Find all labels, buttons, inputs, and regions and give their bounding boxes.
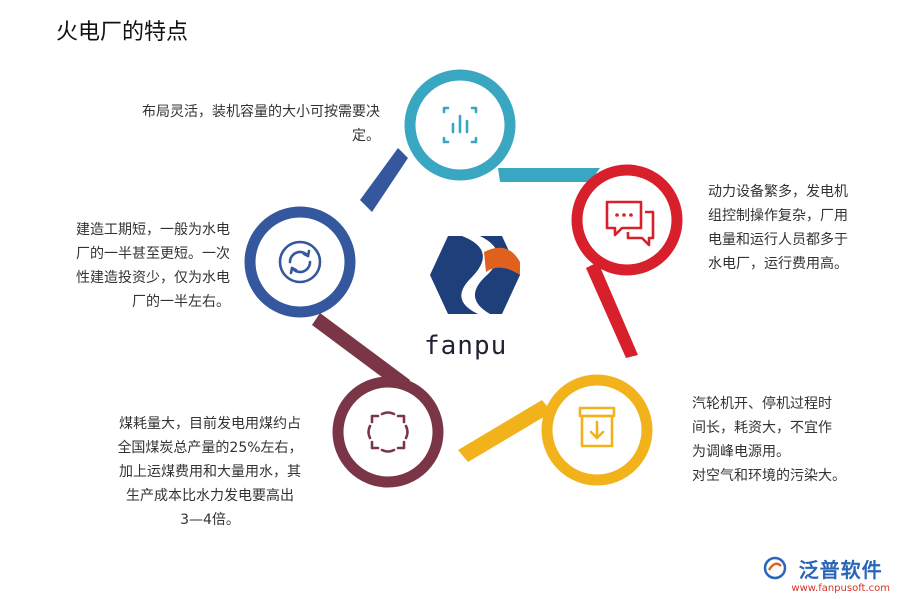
node-top <box>404 69 516 181</box>
connector-left <box>360 148 408 212</box>
description-line: 建造工期短，一般为水电 <box>76 222 230 238</box>
description-line: 厂的一半甚至更短。一次 <box>76 246 230 262</box>
description-line: 为调峰电源用。 <box>692 444 790 460</box>
connector-bottom-right <box>458 400 552 462</box>
description-line: 定。 <box>352 128 380 144</box>
fanpu-logo <box>430 236 520 314</box>
description-line: 3—4倍。 <box>180 512 240 528</box>
connector-top <box>498 168 600 182</box>
description-line: 间长，耗资大，不宜作 <box>692 420 832 436</box>
description-left: 建造工期短，一般为水电厂的一半甚至更短。一次性建造投资少，仅为水电厂的一半左右。 <box>40 218 230 314</box>
description-line: 布局灵活，装机容量的大小可按需要决 <box>142 104 380 120</box>
description-bottom-right: 汽轮机开、停机过程时间长，耗资大，不宜作为调峰电源用。对空气和环境的污染大。 <box>692 392 892 488</box>
watermark: 泛普软件 www.fanpusoft.com <box>764 554 890 594</box>
expand-arrows-icon <box>367 411 409 453</box>
description-line: 全国煤炭总产量的25%左右， <box>117 440 303 456</box>
connector-right <box>586 262 638 358</box>
node-right <box>571 164 683 276</box>
description-line: 电量和运行人员都多于 <box>708 232 848 248</box>
description-top: 布局灵活，装机容量的大小可按需要决定。 <box>80 100 380 148</box>
description-line: 组控制操作复杂，厂用 <box>708 208 848 224</box>
watermark-logo-icon <box>764 556 787 580</box>
description-line: 厂的一半左右。 <box>132 294 230 310</box>
description-line: 对空气和环境的污染大。 <box>692 468 846 484</box>
connector-bottom-left <box>312 313 410 392</box>
node-bottom-left <box>332 376 444 488</box>
node-bottom-right <box>541 374 653 486</box>
chat-bubbles-icon <box>605 200 655 247</box>
description-line: 加上运煤费用和大量用水，其 <box>119 464 301 480</box>
watermark-name: 泛普软件 <box>798 558 883 582</box>
bar-chart-icon <box>442 106 478 144</box>
description-line: 动力设备繁多，发电机 <box>708 184 848 200</box>
description-line: 汽轮机开、停机过程时 <box>692 396 832 412</box>
page-title: 火电厂的特点 <box>56 20 189 45</box>
watermark-url: www.fanpusoft.com <box>791 583 890 594</box>
refresh-icon <box>278 240 322 284</box>
description-bottom-left: 煤耗量大，目前发电用煤约占全国煤炭总产量的25%左右， 加上运煤费用和大量用水，其… <box>78 412 342 532</box>
brand-name: fanpu <box>424 331 508 361</box>
description-line: 煤耗量大，目前发电用煤约占 <box>119 416 301 432</box>
description-line: 性建造投资少，仅为水电 <box>76 270 230 286</box>
node-left <box>244 206 356 318</box>
description-line: 水电厂，运行费用高。 <box>708 256 848 272</box>
description-line: 生产成本比水力发电要高出 <box>126 488 294 504</box>
description-right: 动力设备繁多，发电机组控制操作复杂，厂用电量和运行人员都多于水电厂，运行费用高。 <box>708 180 893 276</box>
download-box-icon <box>578 406 616 448</box>
